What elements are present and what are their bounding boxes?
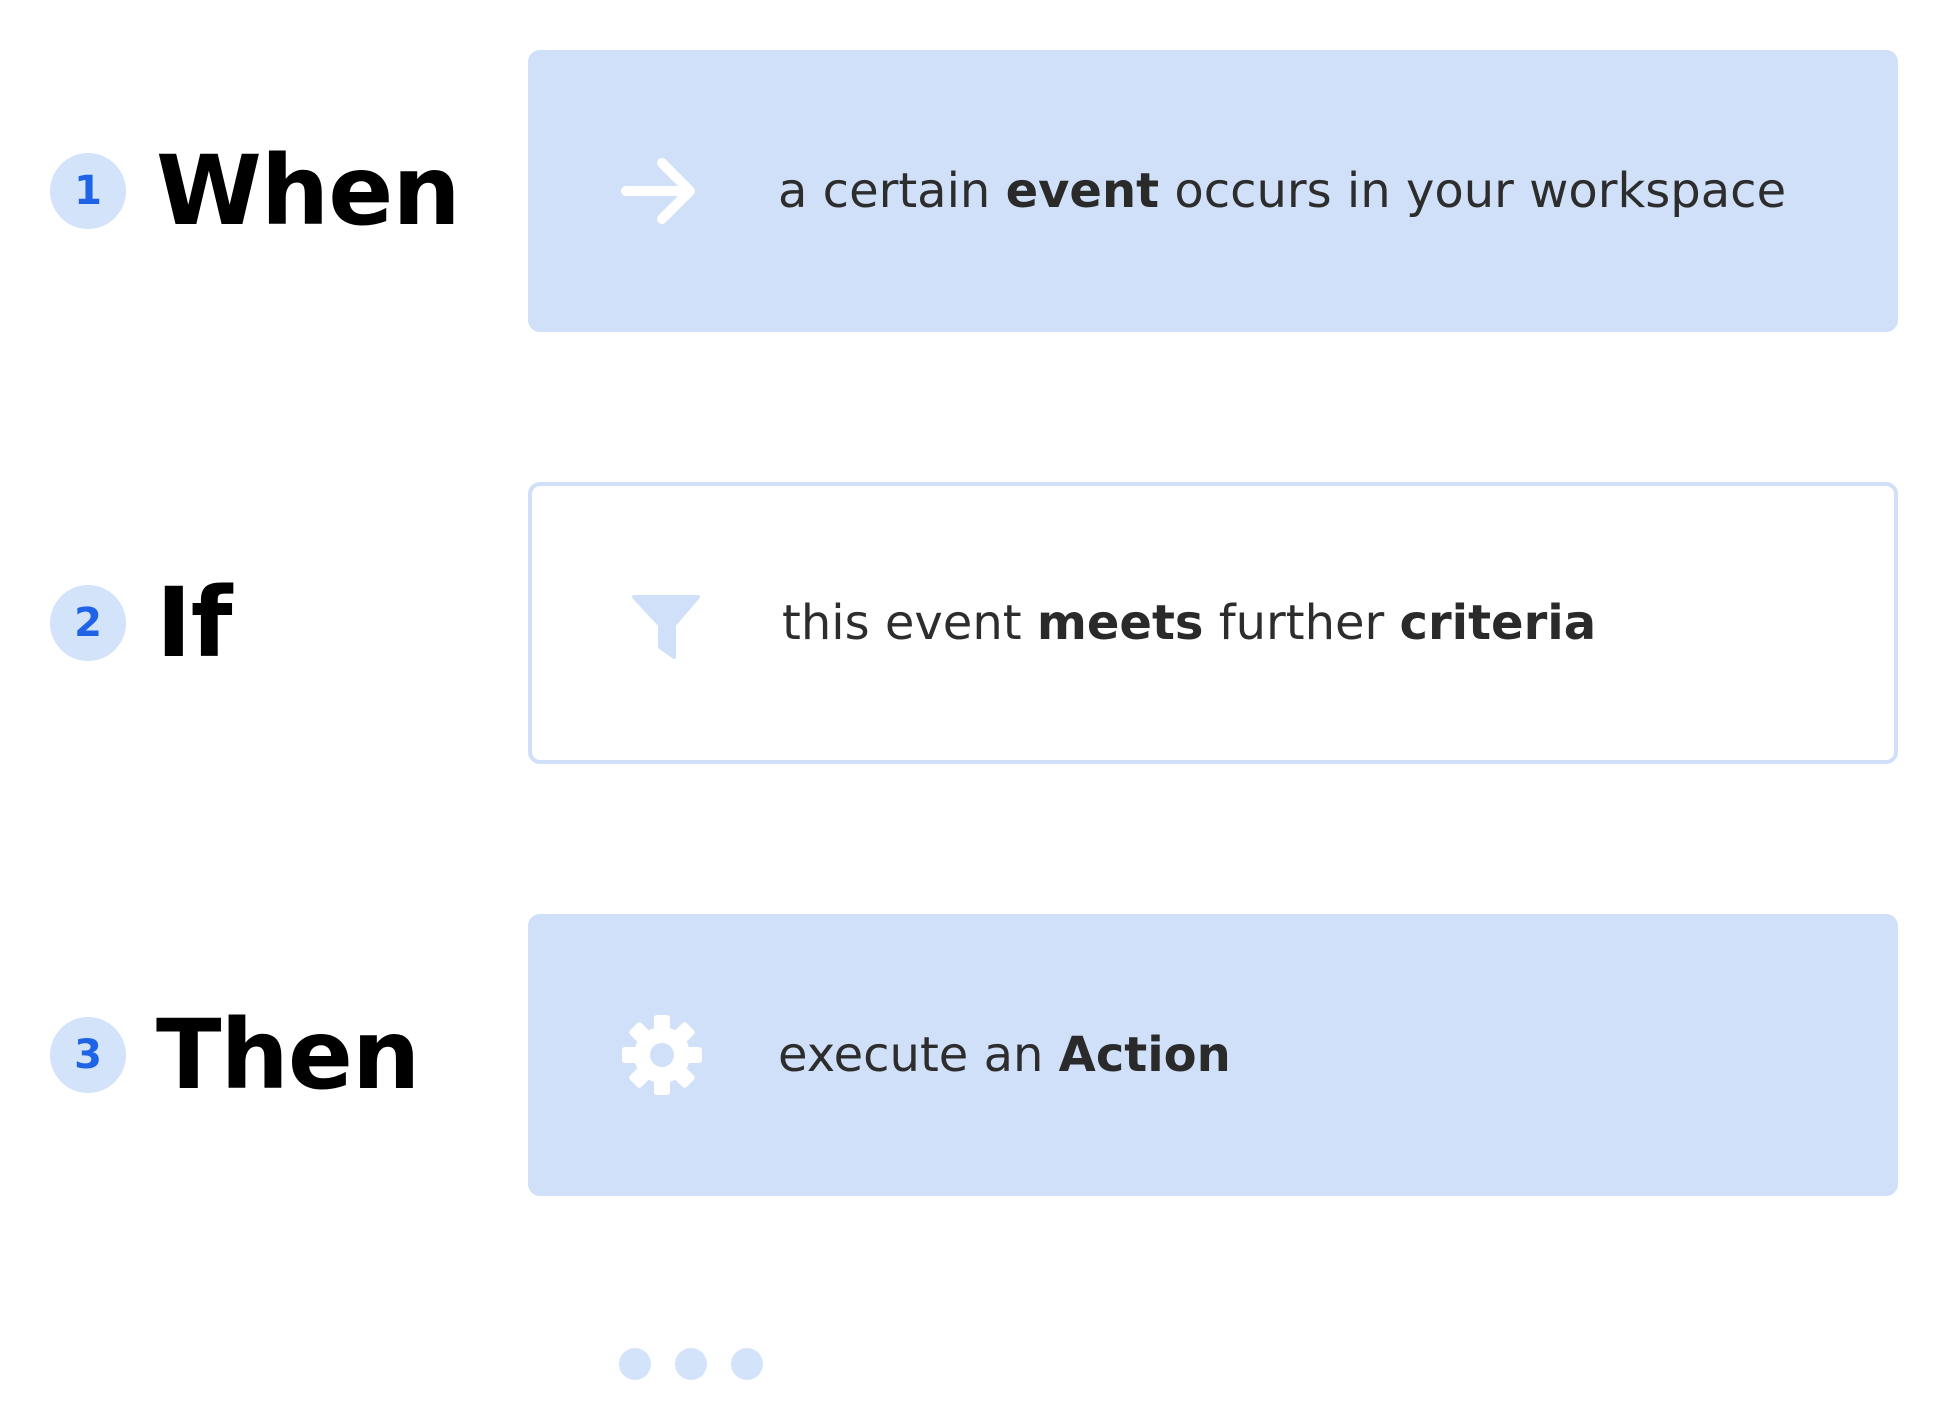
- card-description: this event meets further criteria: [782, 486, 1596, 760]
- text-part: further: [1203, 595, 1400, 651]
- step-label: 2 If: [50, 482, 232, 764]
- card-description: execute an Action: [778, 914, 1231, 1196]
- step-if: 2 If this event meets further criteria: [0, 482, 1935, 764]
- step-keyword: When: [156, 135, 461, 247]
- text-part: a certain: [778, 163, 1006, 219]
- card-description: a certain event occurs in your workspace: [778, 50, 1786, 332]
- text-emphasis: criteria: [1399, 595, 1597, 651]
- step-keyword: If: [156, 567, 232, 679]
- step-number-badge: 1: [50, 153, 126, 229]
- gear-icon: [618, 1011, 706, 1099]
- text-part: occurs in your workspace: [1159, 163, 1787, 219]
- trigger-card: a certain event occurs in your workspace: [528, 50, 1898, 332]
- text-emphasis: meets: [1036, 595, 1204, 651]
- text-emphasis: Action: [1058, 1027, 1231, 1083]
- text-part: execute an: [778, 1027, 1059, 1083]
- text-part: this event: [782, 595, 1037, 651]
- text-emphasis: event: [1005, 163, 1160, 219]
- step-then: 3 Then execute an Action: [0, 914, 1935, 1196]
- ellipsis-dot: [619, 1348, 651, 1380]
- action-card: execute an Action: [528, 914, 1898, 1196]
- condition-card: this event meets further criteria: [528, 482, 1898, 764]
- step-number-badge: 3: [50, 1017, 126, 1093]
- arrow-right-icon: [618, 147, 706, 235]
- step-when: 1 When a certain event occurs in your wo…: [0, 50, 1935, 332]
- step-label: 1 When: [50, 50, 461, 332]
- filter-icon: [622, 583, 710, 671]
- ellipsis-dot: [731, 1348, 763, 1380]
- step-label: 3 Then: [50, 914, 420, 1196]
- ellipsis-dot: [675, 1348, 707, 1380]
- step-number-badge: 2: [50, 585, 126, 661]
- more-steps-indicator: [619, 1348, 763, 1380]
- step-keyword: Then: [156, 999, 420, 1111]
